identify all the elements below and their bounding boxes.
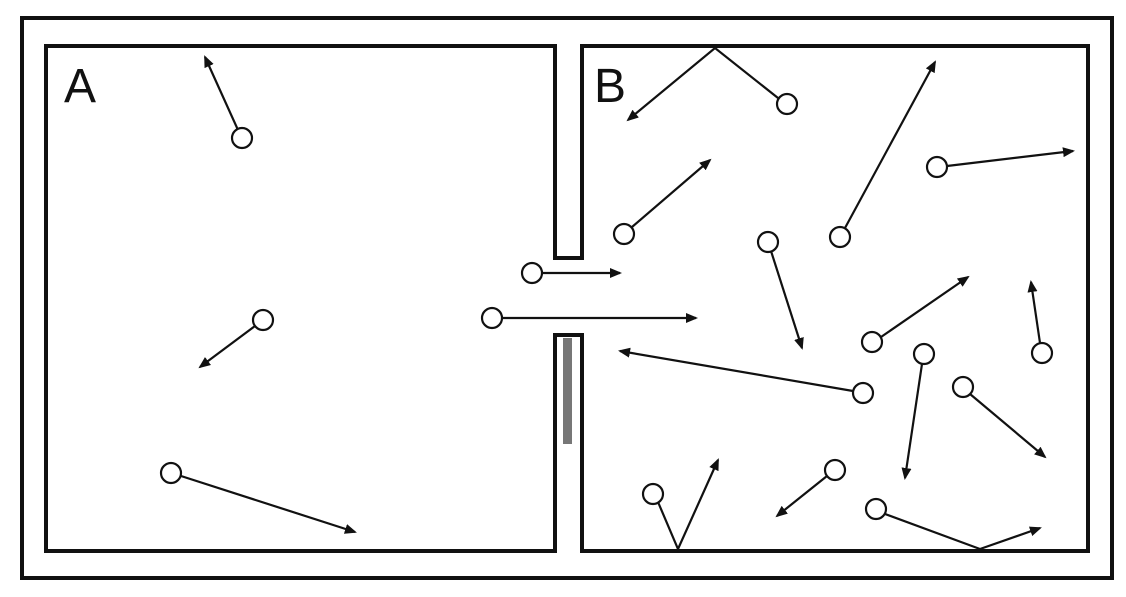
sliding-door [563, 338, 572, 444]
gas-particle [756, 230, 780, 254]
gas-particle [912, 342, 936, 366]
velocity-arrow [769, 250, 804, 350]
room-a-particles [159, 55, 357, 534]
outer-frame [20, 16, 1114, 580]
container-walls [44, 44, 1090, 553]
escaping-particles [480, 261, 698, 330]
room-a-wall [44, 44, 557, 553]
velocity-arrow [844, 60, 936, 229]
velocity-arrow [198, 325, 256, 369]
bounce-path [884, 512, 1042, 551]
gas-particle [925, 155, 949, 179]
room-b-particles [612, 46, 1075, 552]
gas-particle [480, 306, 504, 330]
velocity-arrow [631, 158, 712, 228]
room-b-label: B [594, 60, 626, 113]
bounce-path [656, 458, 720, 552]
velocity-arrow [775, 475, 828, 518]
velocity-arrow [969, 393, 1047, 459]
velocity-arrow [180, 474, 357, 534]
gas-particle [641, 482, 665, 506]
room-a-label: A [64, 60, 96, 113]
gas-particle [520, 261, 544, 285]
velocity-arrow [901, 363, 924, 480]
gas-particle [775, 92, 799, 116]
gas-particle [951, 375, 975, 399]
gas-particle [864, 497, 888, 521]
velocity-arrow [1027, 280, 1042, 344]
velocity-arrow [880, 275, 970, 338]
gas-particle [851, 381, 875, 405]
gas-particle [860, 330, 884, 354]
gas-particle [823, 458, 847, 482]
room-b-wall [580, 44, 1090, 553]
gas-particle [612, 222, 636, 246]
gas-particle [1030, 341, 1054, 365]
gas-particle [159, 461, 183, 485]
velocity-arrow [618, 347, 854, 393]
gas-particle [230, 126, 254, 150]
gas-particle [828, 225, 852, 249]
velocity-arrow [203, 55, 240, 131]
bounce-path [626, 46, 779, 122]
velocity-arrow [946, 147, 1075, 168]
gas-particle [251, 308, 275, 332]
